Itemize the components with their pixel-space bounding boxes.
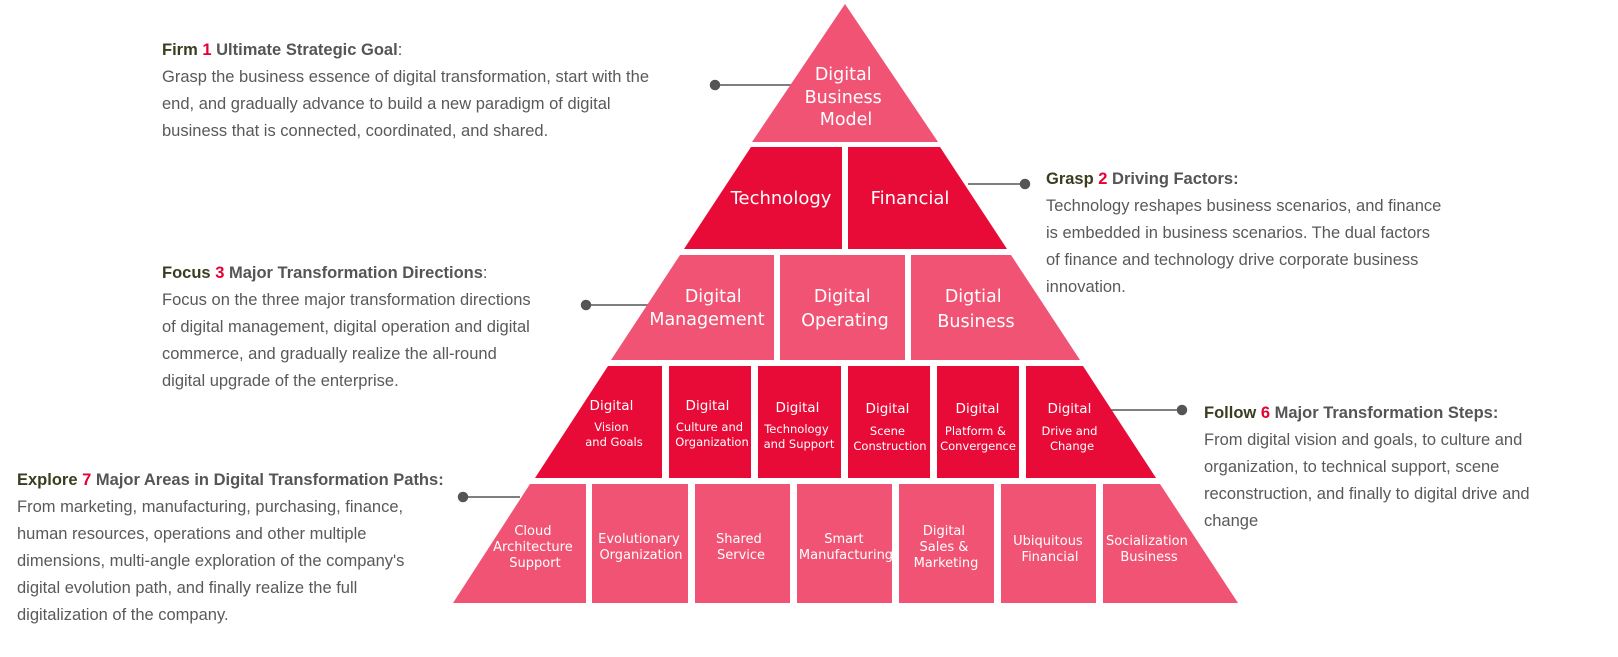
heading-verb: Focus (162, 264, 211, 282)
cell-label: Financial (871, 188, 950, 209)
cell-label: Evolutionary Organization (598, 532, 684, 563)
heading-colon: : (482, 264, 488, 282)
note-driving-factors: Grasp 2 Driving Factors: Technology resh… (1046, 166, 1486, 301)
connector-level3 (580, 299, 650, 311)
note-line: of digital management, digital operation… (162, 318, 530, 336)
note-line: is embedded in business scenarios. The d… (1046, 224, 1430, 242)
note-line: Grasp the business essence of digital tr… (162, 68, 649, 86)
heading-verb: Follow (1204, 404, 1257, 422)
cell-smart-manufacturing[interactable] (797, 484, 892, 603)
cell-scene-construction[interactable] (848, 366, 930, 478)
cell-label: Digital Operating (801, 287, 889, 331)
cell-financial[interactable] (848, 147, 1007, 249)
cell-label: Digital Business Model (805, 65, 888, 130)
cell-label: Digital Management (649, 287, 764, 330)
pyramid-level-2: Technology Financial (684, 147, 1007, 249)
cell-ubiquitous-financial[interactable] (1001, 484, 1096, 603)
heading-text: Driving Factors: (1107, 170, 1239, 188)
heading-number: 7 (82, 471, 92, 489)
pyramid-level-4: Digital Vision and Goals Digital Culture… (535, 366, 1156, 478)
heading-verb: Grasp (1046, 170, 1094, 188)
cell-label: Digital Culture and Organization (675, 395, 749, 449)
note-line: business that is connected, coordinated,… (162, 122, 549, 140)
note-line: digitalization of the company. (17, 606, 229, 624)
cell-label: Cloud Architecture Support (493, 524, 577, 571)
note-transformation-directions: Focus 3 Major Transformation Directions:… (162, 260, 602, 395)
cell-label: Shared Service (716, 532, 766, 563)
cell-platform-convergence[interactable] (937, 366, 1019, 478)
cell-label: Digtial Business (937, 287, 1014, 332)
cell-socialization-business[interactable] (1103, 484, 1238, 603)
note-transformation-paths: Explore 7 Major Areas in Digital Transfo… (17, 467, 487, 629)
connector-level2 (968, 178, 1031, 190)
heading-text: Major Transformation Steps: (1270, 404, 1499, 422)
note-heading: Focus 3 Major Transformation Directions: (162, 260, 602, 287)
cell-label: Digital Drive and Change (1041, 398, 1102, 453)
cell-label: Ubiquitous Financial (1013, 534, 1087, 565)
heading-text: Ultimate Strategic Goal (211, 41, 398, 59)
cell-cloud-architecture[interactable] (453, 484, 586, 603)
note-heading: Follow 6 Major Transformation Steps: (1204, 400, 1614, 427)
connectors (457, 79, 1188, 503)
cell-shared-service[interactable] (695, 484, 790, 603)
heading-number: 6 (1260, 404, 1271, 422)
note-heading: Grasp 2 Driving Factors: (1046, 166, 1486, 193)
cell-digital-operating[interactable] (780, 255, 905, 360)
cell-technology-support[interactable] (758, 366, 841, 478)
note-line: From marketing, manufacturing, purchasin… (17, 498, 404, 516)
cell-drive-change[interactable] (1026, 366, 1156, 478)
note-line: From digital vision and goals, to cultur… (1204, 431, 1523, 449)
note-line: Focus on the three major transformation … (162, 291, 531, 309)
note-transformation-steps: Follow 6 Major Transformation Steps: Fro… (1204, 400, 1614, 535)
heading-verb: Firm (162, 41, 198, 59)
cell-evolutionary-organization[interactable] (592, 484, 688, 603)
note-line: digital upgrade of the enterprise. (162, 372, 399, 390)
cell-digital-sales-marketing[interactable] (899, 484, 994, 603)
cell-digital-business[interactable] (911, 255, 1080, 360)
note-heading: Explore 7 Major Areas in Digital Transfo… (17, 467, 487, 494)
note-line: organization, to technical support, scen… (1204, 458, 1500, 476)
heading-number: 1 (202, 41, 212, 59)
cell-label: Digital Vision and Goals (585, 395, 642, 449)
cell-label: Smart Manufacturing (799, 532, 893, 563)
heading-number: 3 (215, 264, 225, 282)
note-line: reconstruction, and finally to digital d… (1204, 485, 1530, 503)
cell-digital-business-model[interactable] (752, 4, 938, 142)
cell-culture-organization[interactable] (669, 366, 751, 478)
cell-label: Digital Technology and Support (763, 397, 835, 451)
cell-label: Socialization Business (1106, 534, 1192, 565)
cell-technology[interactable] (684, 147, 842, 249)
heading-verb: Explore (17, 471, 78, 489)
pyramid-level-1: Digital Business Model (752, 4, 938, 142)
note-heading: Firm 1 Ultimate Strategic Goal: (162, 37, 702, 64)
heading-text: Major Transformation Directions (224, 264, 483, 282)
cell-vision-goals[interactable] (535, 366, 662, 478)
pyramid-level-3: Digital Management Digital Operating Dig… (611, 255, 1080, 360)
note-line: change (1204, 512, 1259, 530)
cell-label: Technology (730, 188, 832, 209)
note-line: Technology reshapes business scenarios, … (1046, 197, 1442, 215)
heading-text: Major Areas in Digital Transformation Pa… (91, 471, 444, 489)
heading-colon: : (397, 41, 403, 59)
connector-level4 (1110, 404, 1188, 416)
cell-digital-management[interactable] (611, 255, 774, 360)
note-line: commerce, and gradually realize the all-… (162, 345, 497, 363)
note-line: innovation. (1046, 278, 1126, 296)
note-line: digital evolution path, and finally real… (17, 579, 358, 597)
heading-number: 2 (1098, 170, 1108, 188)
connector-level5 (457, 491, 520, 503)
cell-label: Digital Scene Construction (853, 398, 926, 453)
connector-level1 (709, 79, 793, 91)
note-line: dimensions, multi-angle exploration of t… (17, 552, 405, 570)
cell-label: Digital Platform & Convergence (940, 398, 1016, 453)
note-line: end, and gradually advance to build a ne… (162, 95, 611, 113)
note-strategic-goal: Firm 1 Ultimate Strategic Goal: Grasp th… (162, 37, 702, 145)
cell-label: Digital Sales & Marketing (914, 524, 979, 571)
note-line: human resources, operations and other mu… (17, 525, 367, 543)
note-line: of finance and technology drive corporat… (1046, 251, 1419, 269)
pyramid-level-5: Cloud Architecture Support Evolutionary … (453, 484, 1238, 603)
